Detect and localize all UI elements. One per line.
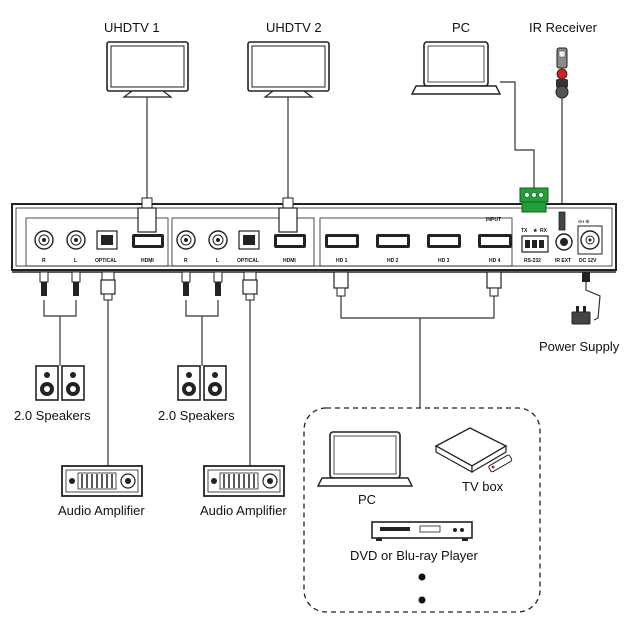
- out1-optical-label: OPTICAL: [95, 258, 117, 264]
- uhdtv-1-label: UHDTV 1: [104, 20, 160, 35]
- speakers-1-label: 2.0 Speakers: [14, 408, 91, 423]
- rs232-rx-label: RX: [540, 228, 548, 234]
- input-hd2-label: HD 2: [387, 258, 399, 264]
- connectors: [39, 187, 590, 301]
- tv-box: TV box: [434, 427, 513, 494]
- dc-polarity-icon: ⊖◐⊕: [578, 219, 589, 225]
- ir-ext-label: IR EXT: [555, 258, 571, 264]
- out2-l-label: L: [216, 258, 219, 264]
- power-supply-label: Power Supply: [539, 339, 620, 354]
- power-adapter: Power Supply: [539, 306, 620, 354]
- input-section: INPUT HD 1 HD 2 HD 3 HD 4: [319, 217, 513, 267]
- out2-hdmi-label: HDMI: [283, 258, 296, 264]
- sources-group: PC TV box DVD or Blu-ray Player: [303, 407, 541, 613]
- pc-source: PC: [316, 431, 414, 507]
- output-1-section: R L OPTICAL HDMI: [25, 217, 169, 267]
- input-hd3-label: HD 3: [438, 258, 450, 264]
- pc-control: PC: [410, 20, 502, 95]
- audio-amplifier-2: Audio Amplifier: [200, 465, 287, 518]
- uhdtv-2-label: UHDTV 2: [266, 20, 322, 35]
- audio-amplifier-1: Audio Amplifier: [58, 465, 145, 518]
- dc-label: DC 12V: [579, 258, 597, 264]
- out2-r-label: R: [184, 258, 188, 264]
- out2-optical-label: OPTICAL: [237, 258, 259, 264]
- out1-hdmi-label: HDMI: [141, 258, 154, 264]
- rs232-terminal-block: [519, 187, 549, 213]
- dvd-player: DVD or Blu-ray Player: [350, 521, 479, 563]
- ir-receiver: IR Receiver: [529, 20, 598, 99]
- uhdtv-2: UHDTV 2: [247, 20, 330, 98]
- ir-ext-port: IR EXT: [555, 233, 573, 264]
- tv-box-label: TV box: [462, 479, 504, 494]
- matrix-switcher: R L OPTICAL HDMI R L OPTICAL HDMI IN: [11, 203, 617, 273]
- ir-sensor-icon: [556, 68, 568, 80]
- ir-receiver-label: IR Receiver: [529, 20, 598, 35]
- out1-l-label: L: [74, 258, 77, 264]
- dvd-label: DVD or Blu-ray Player: [350, 548, 479, 563]
- connection-lines: [43, 81, 601, 466]
- pc-source-label: PC: [358, 492, 376, 507]
- amp-2-label: Audio Amplifier: [200, 503, 287, 518]
- rs232-ground-icon: ★: [533, 228, 538, 234]
- rs232-port: TX ★ RX RS-232: [521, 228, 549, 264]
- input-hd1-label: HD 1: [336, 258, 348, 264]
- rs232-tx-label: TX: [521, 228, 528, 234]
- out1-r-label: R: [42, 258, 46, 264]
- speakers-2-label: 2.0 Speakers: [158, 408, 235, 423]
- speakers-1: 2.0 Speakers: [14, 365, 91, 423]
- output-2-section: R L OPTICAL HDMI: [171, 217, 315, 267]
- pc-control-label: PC: [452, 20, 470, 35]
- rs232-label: RS-232: [524, 258, 541, 264]
- dc-port: ⊖◐⊕ DC 12V: [577, 219, 603, 264]
- more-sources-dot-1: [418, 573, 426, 581]
- uhdtv-1: UHDTV 1: [104, 20, 189, 98]
- input-hd4-label: HD 4: [489, 258, 501, 264]
- input-header: INPUT: [486, 217, 501, 223]
- amp-1-label: Audio Amplifier: [58, 503, 145, 518]
- more-sources-dot-2: [418, 596, 426, 604]
- speakers-2: 2.0 Speakers: [158, 365, 235, 423]
